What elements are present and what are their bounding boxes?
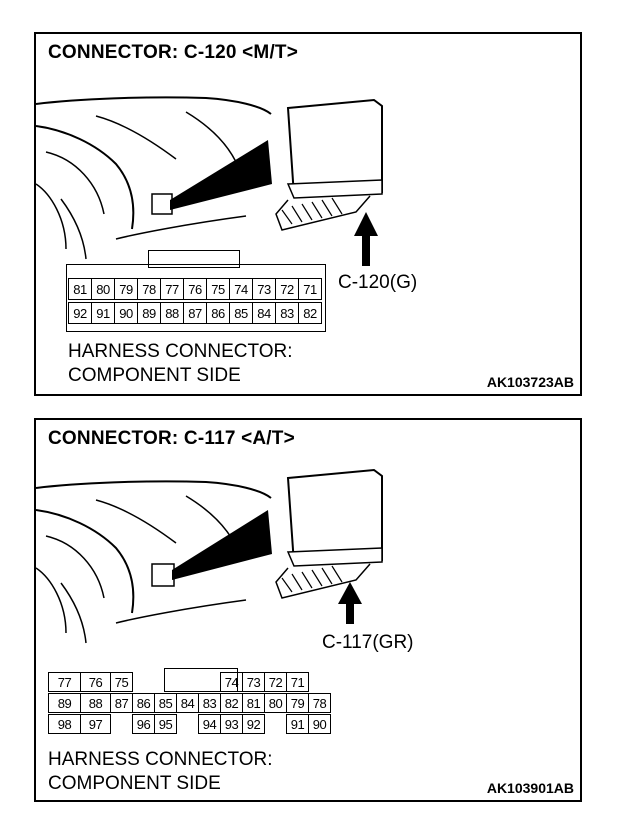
terminal-cell: 79: [114, 278, 138, 300]
terminal-cell: 98: [48, 714, 81, 734]
terminal-cell: 81: [242, 693, 265, 713]
dashboard-illustration: [36, 96, 383, 266]
terminal-cell: 72: [264, 672, 287, 692]
terminal-cell: 71: [298, 278, 322, 300]
connector-title: CONNECTOR: C-120 <M/T>: [48, 42, 299, 63]
terminal-cell: 92: [68, 302, 92, 324]
connector-title: CONNECTOR: C-117 <A/T>: [48, 428, 295, 449]
terminal-cell: 92: [242, 714, 265, 734]
terminal-cell: 75: [206, 278, 230, 300]
connector-callout: C-117(GR): [322, 632, 414, 653]
terminal-cell: 76: [80, 672, 111, 692]
terminal-cell: 85: [154, 693, 177, 713]
connector-callout: C-120(G): [338, 272, 418, 293]
terminal-cell: 77: [160, 278, 184, 300]
terminal-cell: 95: [154, 714, 177, 734]
terminal-cell: 84: [176, 693, 199, 713]
harness-note: HARNESS CONNECTOR: COMPONENT SIDE: [68, 340, 293, 388]
terminal-cell: 74: [229, 278, 253, 300]
terminal-cell: 71: [286, 672, 309, 692]
terminal-cell: 90: [308, 714, 331, 734]
connector-housing: [66, 264, 326, 332]
figure-code: AK103723AB: [486, 374, 574, 390]
terminal-cell: 89: [48, 693, 81, 713]
terminal-cell: 94: [198, 714, 221, 734]
terminal-cell: 74: [220, 672, 243, 692]
terminal-cell: 76: [183, 278, 207, 300]
note-line-1: HARNESS CONNECTOR:: [48, 749, 273, 770]
terminal-cell: 83: [275, 302, 299, 324]
terminal-cell: 88: [160, 302, 184, 324]
terminal-cell: 77: [48, 672, 81, 692]
terminal-cell: 73: [252, 278, 276, 300]
terminal-cell: 91: [286, 714, 309, 734]
terminal-cell: 82: [220, 693, 243, 713]
connector-latch: [148, 250, 240, 268]
terminal-cell: 86: [132, 693, 155, 713]
terminal-cell: 78: [308, 693, 331, 713]
note-line-1: HARNESS CONNECTOR:: [68, 341, 293, 362]
terminal-cell: 97: [80, 714, 111, 734]
terminal-cell: 80: [91, 278, 115, 300]
terminal-cell: 79: [286, 693, 309, 713]
dashboard-illustration: [36, 468, 383, 644]
terminal-cell: 89: [137, 302, 161, 324]
terminal-cell: 96: [132, 714, 155, 734]
terminal-cell: 91: [91, 302, 115, 324]
note-line-2: COMPONENT SIDE: [48, 773, 221, 794]
note-line-2: COMPONENT SIDE: [68, 365, 241, 386]
terminal-cell: 86: [206, 302, 230, 324]
terminal-cell: 81: [68, 278, 92, 300]
terminal-cell: 84: [252, 302, 276, 324]
terminal-cell: 90: [114, 302, 138, 324]
terminal-cell: 87: [183, 302, 207, 324]
connector-key: [164, 668, 238, 692]
figure-code: AK103901AB: [486, 780, 574, 796]
terminal-cell: 73: [242, 672, 265, 692]
terminal-cell: 75: [110, 672, 133, 692]
terminal-cell: 87: [110, 693, 133, 713]
terminal-cell: 83: [198, 693, 221, 713]
terminal-cell: 85: [229, 302, 253, 324]
terminal-cell: 82: [298, 302, 322, 324]
harness-note: HARNESS CONNECTOR: COMPONENT SIDE: [48, 748, 273, 796]
terminal-cell: 72: [275, 278, 299, 300]
terminal-cell: 80: [264, 693, 287, 713]
terminal-cell: 88: [80, 693, 111, 713]
terminal-cell: 93: [220, 714, 243, 734]
terminal-cell: 78: [137, 278, 161, 300]
